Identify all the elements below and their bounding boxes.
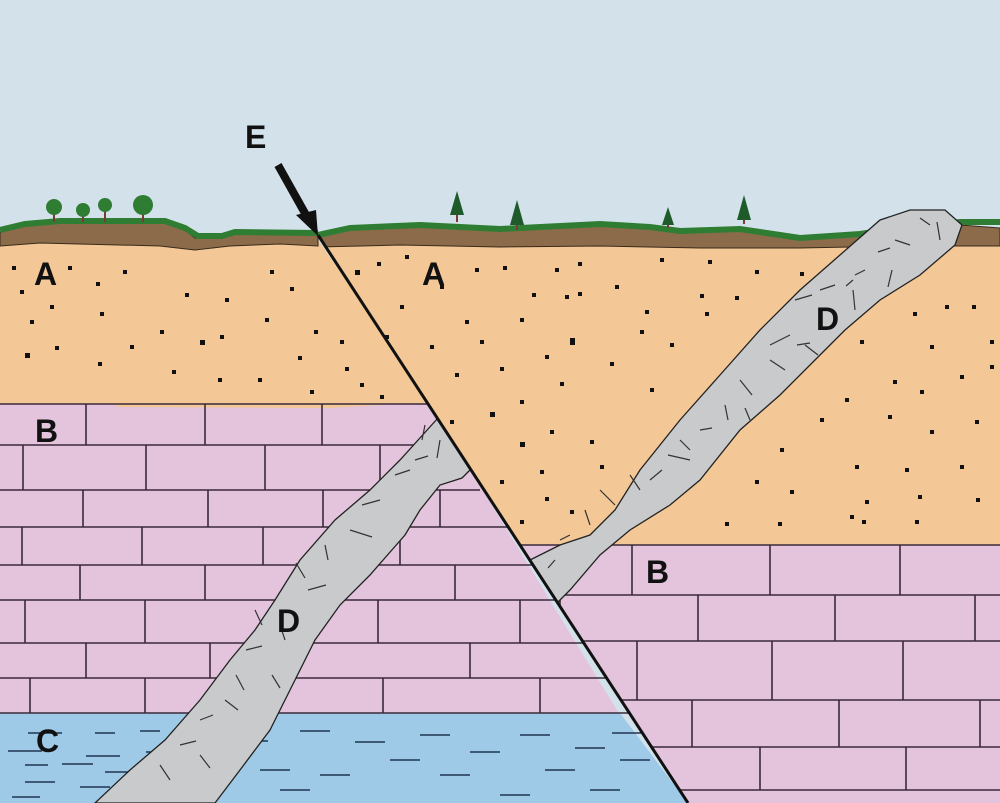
tree-icon: [76, 203, 90, 222]
dot-pattern-a-right: [355, 255, 994, 526]
label-b-right: B: [646, 554, 669, 590]
label-a-right: A: [422, 256, 445, 292]
arrow-icon: [274, 163, 318, 236]
layer-a-left: [0, 240, 430, 410]
dike-d-upper: [529, 209, 963, 607]
label-b-left: B: [35, 413, 58, 449]
grass-left: [0, 218, 319, 239]
pine-tree-icon: [662, 207, 674, 228]
layer-c: [0, 713, 688, 803]
label-d-lower: D: [277, 603, 300, 639]
tree-icon: [46, 199, 62, 222]
label-c: C: [36, 723, 59, 759]
pine-tree-icon: [737, 195, 751, 224]
tree-icon: [133, 195, 153, 222]
pine-tree-icon: [450, 191, 464, 222]
pine-tree-icon: [510, 200, 524, 230]
dike-d-lower: [93, 409, 471, 803]
label-a-left: A: [34, 256, 57, 292]
trees: [46, 191, 751, 230]
dot-pattern-a-left: [12, 266, 384, 399]
fault-line: [316, 234, 690, 803]
tree-icon: [98, 198, 112, 222]
label-e: E: [245, 119, 266, 155]
label-d-upper: D: [816, 301, 839, 337]
